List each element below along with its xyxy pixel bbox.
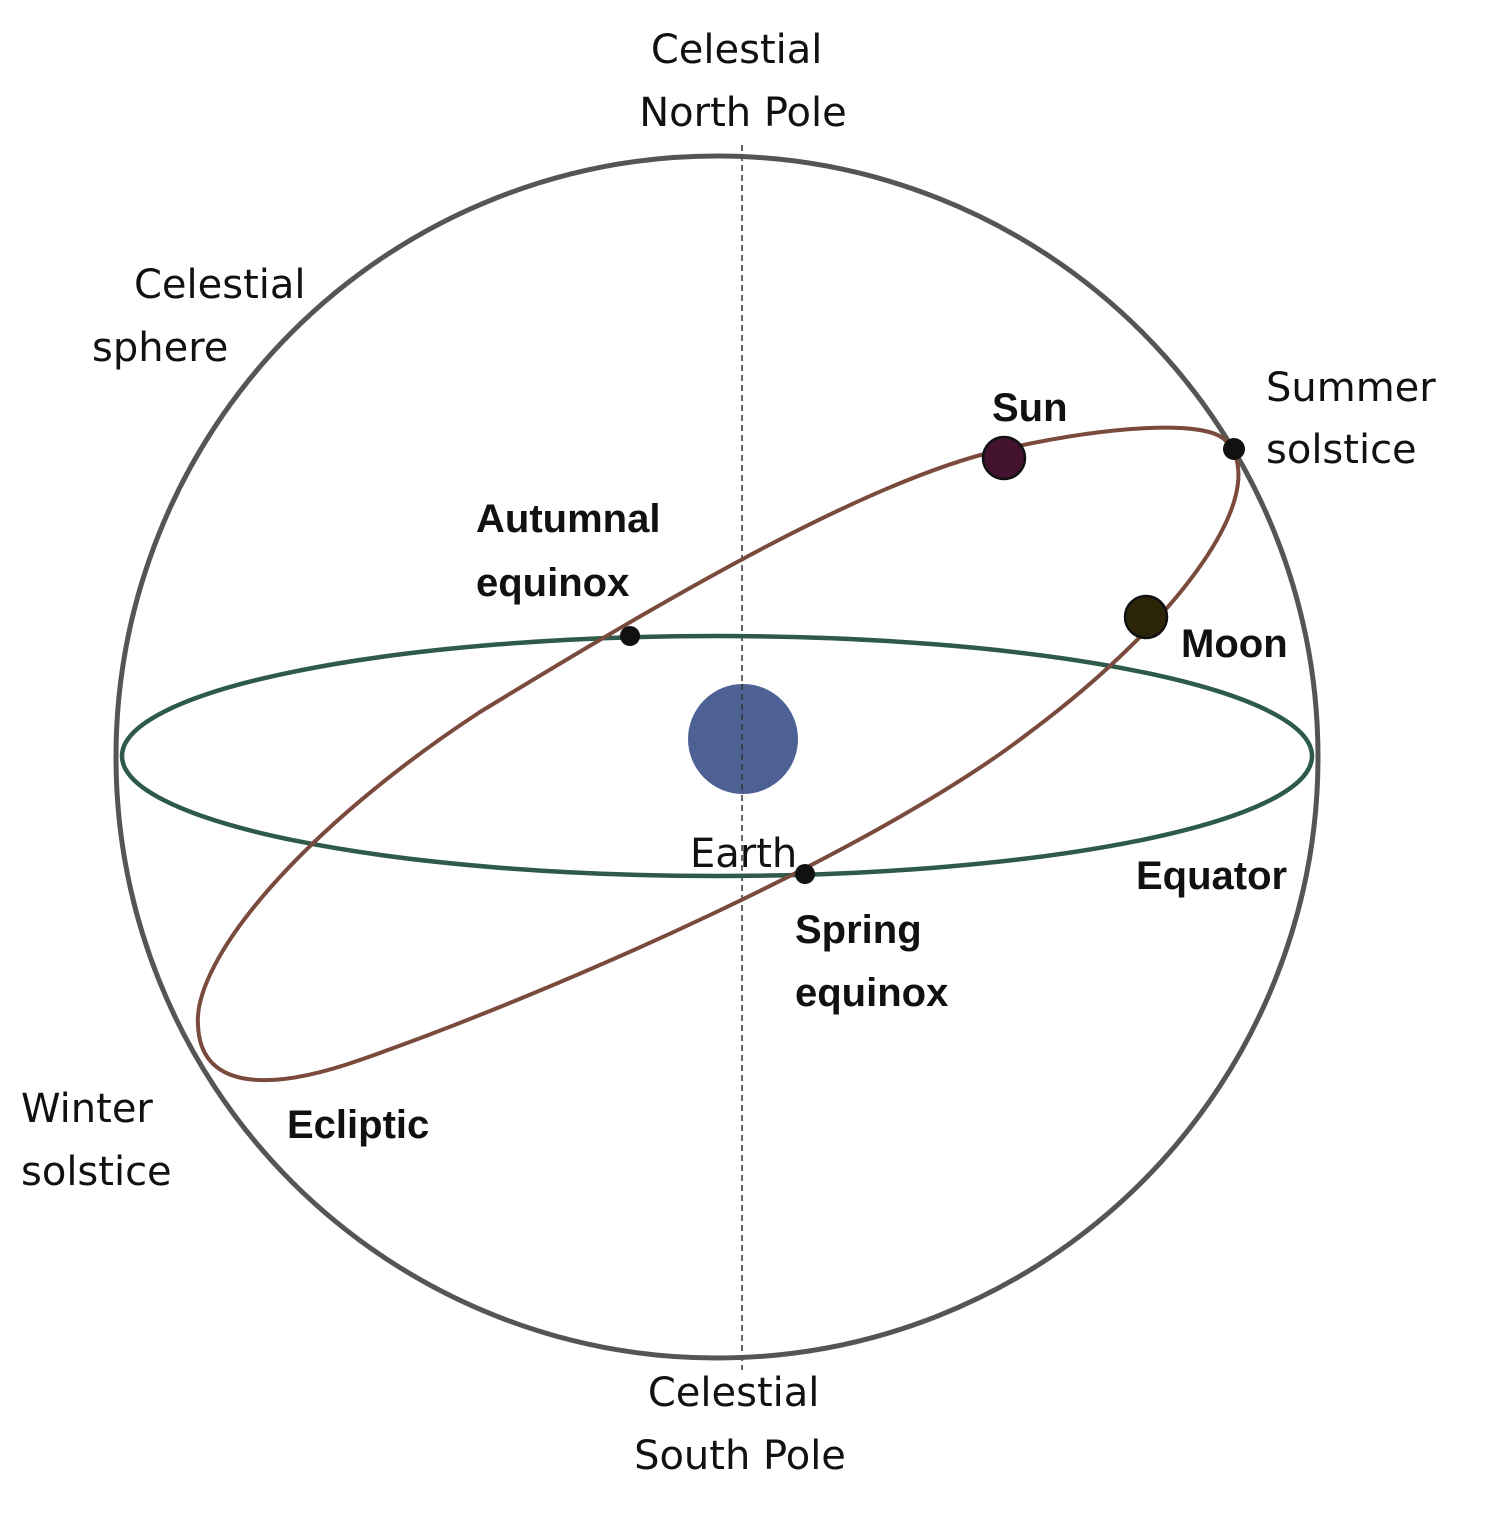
winter-solstice-label: Winter solstice	[21, 1086, 172, 1195]
spring-equinox-point	[795, 864, 815, 884]
sun-label: Sun	[992, 386, 1068, 430]
moon-label: Moon	[1181, 622, 1288, 666]
spring-equinox-label: Spring equinox	[795, 908, 948, 1015]
earth-label: Earth	[690, 831, 797, 877]
ecliptic-label: Ecliptic	[287, 1103, 429, 1147]
summer-solstice-label: Summer solstice	[1266, 365, 1448, 473]
autumnal-equinox-point	[620, 626, 640, 646]
ecliptic-ellipse	[195, 425, 1241, 1083]
summer-solstice-point	[1223, 438, 1245, 460]
equator-ellipse	[119, 633, 1315, 879]
sun-disc	[981, 435, 1027, 481]
south-pole-label: Celestial South Pole	[634, 1370, 846, 1479]
celestial-sphere-label: Celestial sphere	[92, 262, 318, 371]
north-pole-label: Celestial North Pole	[639, 27, 846, 136]
earth-globe	[688, 684, 798, 794]
moon-disc	[1123, 594, 1169, 640]
equator-label: Equator	[1136, 854, 1287, 898]
celestial-sphere-circle	[113, 153, 1321, 1361]
autumnal-equinox-label: Autumnal equinox	[476, 497, 672, 605]
